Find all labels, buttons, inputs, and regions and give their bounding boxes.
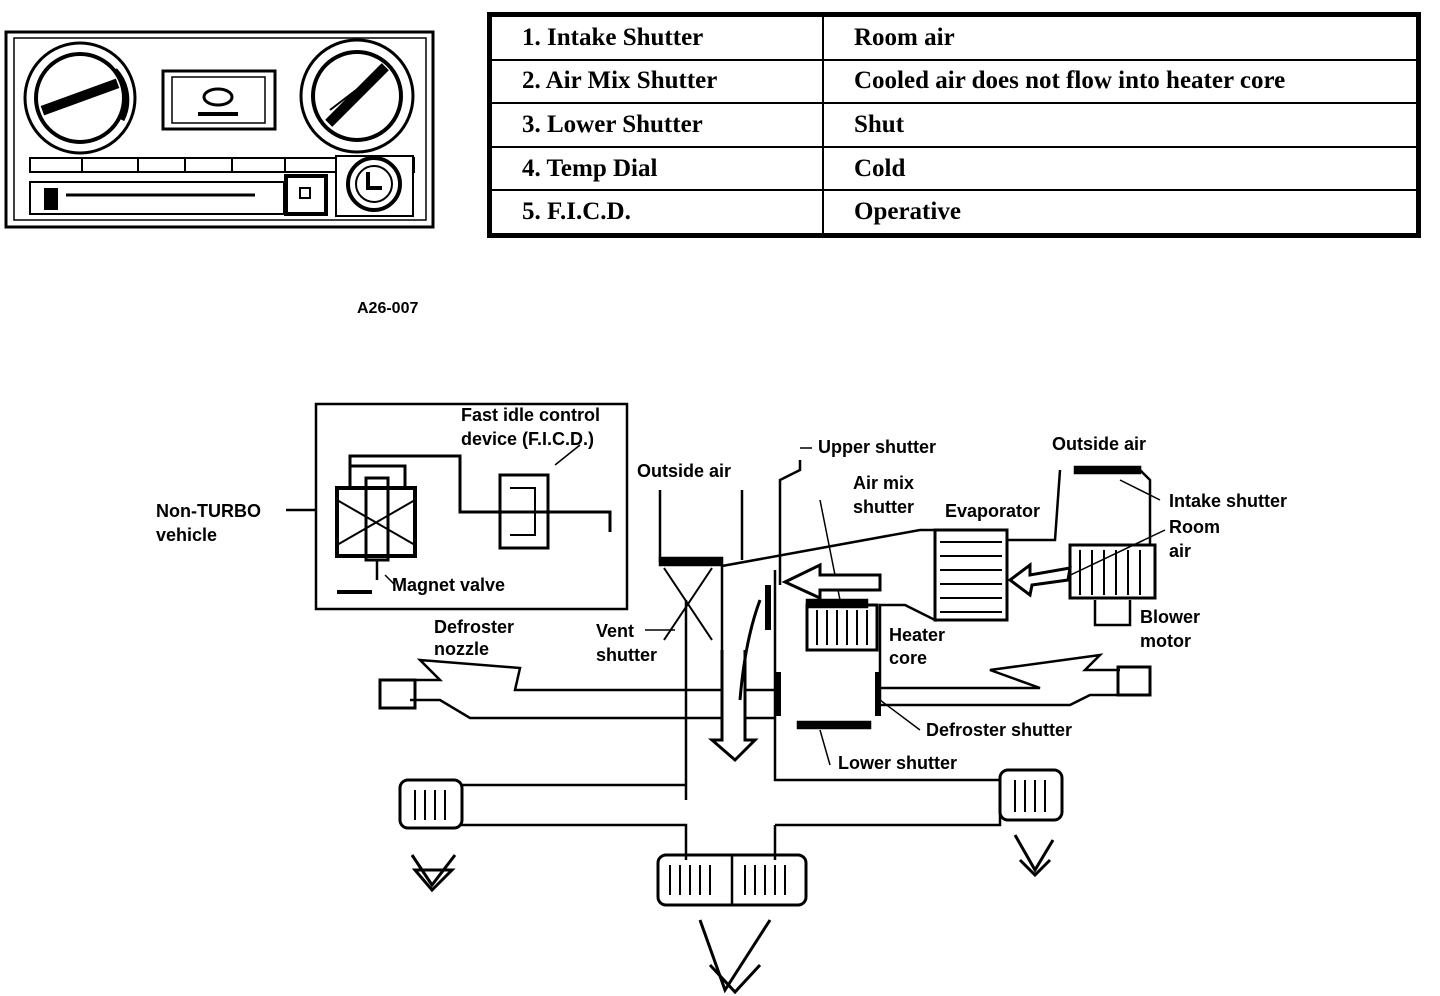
heater-core-icon <box>805 598 879 652</box>
lower-shutter-plate <box>796 720 872 730</box>
table-row: 5. F.I.C.D. Operative <box>490 189 1418 235</box>
table-row: 3. Lower Shutter Shut <box>490 102 1418 148</box>
table-cell-state: Operative <box>822 189 1418 235</box>
label-intake-shutter: Intake shutter <box>1169 491 1288 511</box>
side-vent-right <box>998 768 1064 822</box>
label-blower-motor: Blower <box>1140 607 1201 627</box>
label-heater-core: core <box>889 648 928 668</box>
label-non-turbo: Non-TURBO <box>156 501 261 521</box>
table-cell-item: 3. Lower Shutter <box>490 102 824 148</box>
defroster-nozzle-left <box>378 678 417 710</box>
label-vent-shutter: Vent <box>596 621 635 641</box>
label-evaporator: Evaporator <box>945 501 1041 521</box>
recirculation-knob-icon <box>335 155 414 217</box>
table-cell-state: Cooled air does not flow into heater cor… <box>822 58 1418 105</box>
figure-code: A26-007 <box>357 300 419 317</box>
ficd-box <box>314 402 629 611</box>
arrow-down-icon <box>698 919 772 994</box>
table-cell-state: Room air <box>822 15 1418 61</box>
intake-shutter-plate <box>1073 465 1142 475</box>
label-defroster-nozzle: nozzle <box>434 639 490 659</box>
label-heater-core: Heater <box>889 625 946 645</box>
fan-dial-icon <box>23 41 137 155</box>
table-cell-state: Shut <box>822 102 1418 148</box>
arrow-left-icon <box>781 562 882 601</box>
airflow-schematic <box>286 402 1166 995</box>
table-cell-state: Cold <box>822 145 1418 192</box>
label-upper-shutter: Upper shutter <box>818 437 937 457</box>
slider-lever-icon <box>29 174 328 216</box>
label-ficd: Fast idle control <box>461 405 601 425</box>
airflow-arrows <box>410 562 1072 995</box>
label-defroster-shutter: Defroster shutter <box>926 720 1073 740</box>
temp-dial-icon <box>299 38 415 154</box>
table-cell-item: 5. F.I.C.D. <box>490 189 824 235</box>
label-ficd: device (F.I.C.D.) <box>461 429 595 449</box>
table-cell-item: 1. Intake Shutter <box>490 15 824 61</box>
label-vent-shutter: shutter <box>596 645 658 665</box>
arrow-left-icon <box>1007 562 1072 598</box>
label-air-mix-shutter: shutter <box>853 497 915 517</box>
label-outside-air: Outside air <box>1052 434 1147 454</box>
label-room-air: Room <box>1169 517 1220 537</box>
side-vent-left <box>398 778 464 830</box>
arrow-down-icon <box>707 650 759 763</box>
control-panel-illustration <box>4 30 435 229</box>
magnet-valve-icon <box>335 464 417 594</box>
table-row: 4. Temp Dial Cold <box>490 145 1418 192</box>
label-magnet-valve: Magnet valve <box>392 575 506 595</box>
table-row: 1. Intake Shutter Room air <box>490 15 1418 61</box>
label-air-mix-shutter: Air mix <box>853 473 915 493</box>
mode-display-icon <box>161 69 277 131</box>
table-cell-item: 2. Air Mix Shutter <box>490 58 824 105</box>
arrow-down-icon <box>1013 834 1055 873</box>
vent-shutter-plate <box>658 556 724 567</box>
defroster-nozzle-right <box>1116 665 1152 697</box>
label-lower-shutter: Lower shutter <box>838 753 958 773</box>
label-blower-motor: motor <box>1140 631 1191 651</box>
label-non-turbo: vehicle <box>156 525 218 545</box>
evaporator-icon <box>933 528 1009 622</box>
arrow-down-icon <box>410 854 457 888</box>
table-cell-item: 4. Temp Dial <box>490 145 824 192</box>
table-row: 2. Air Mix Shutter Cooled air does not f… <box>490 58 1418 105</box>
shutter-state-table: 1. Intake Shutter Room air 2. Air Mix Sh… <box>487 12 1421 238</box>
label-room-air: air <box>1169 541 1192 561</box>
label-outside-air: Outside air <box>637 461 732 481</box>
label-defroster-nozzle: Defroster <box>434 617 515 637</box>
